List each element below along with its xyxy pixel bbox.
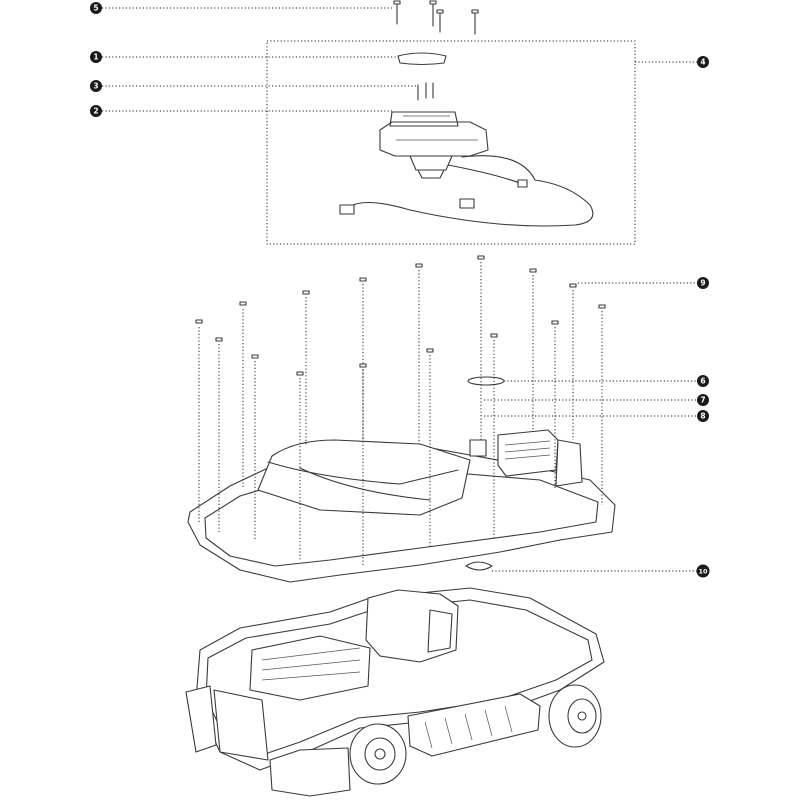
svg-text:8: 8 <box>700 412 705 421</box>
svg-text:5: 5 <box>93 4 98 13</box>
svg-text:3: 3 <box>93 82 98 91</box>
top-screws <box>393 0 479 35</box>
callout-2: 2 <box>90 105 102 117</box>
connector-right <box>459 198 475 209</box>
callout-10: 10 <box>696 564 710 578</box>
cable <box>344 155 594 227</box>
callout-markers: 5 1 3 2 4 9 6 7 8 10 <box>90 2 710 578</box>
tread <box>407 693 541 757</box>
svg-text:1: 1 <box>93 53 98 62</box>
shell-screws <box>195 255 606 565</box>
chassis-base <box>185 587 605 797</box>
clip-ring <box>465 561 493 571</box>
top-assembly <box>266 0 636 245</box>
svg-text:7: 7 <box>700 396 705 405</box>
callout-1: 1 <box>90 51 102 63</box>
module-body <box>379 111 489 179</box>
svg-text:2: 2 <box>93 107 98 116</box>
svg-text:9: 9 <box>700 279 705 288</box>
leader-lines <box>102 7 697 572</box>
callout-3: 3 <box>90 80 102 92</box>
callout-6: 6 <box>697 375 709 387</box>
svg-text:10: 10 <box>698 568 708 576</box>
callout-7: 7 <box>697 394 709 406</box>
connector-left <box>339 204 355 215</box>
callout-4: 4 <box>697 56 709 68</box>
svg-text:6: 6 <box>700 377 705 386</box>
cover-cap <box>397 52 447 66</box>
callout-9: 9 <box>697 277 709 289</box>
rear-wheel <box>548 684 602 748</box>
seal-ring <box>467 376 505 386</box>
drive-wheel <box>349 723 407 785</box>
callout-8: 8 <box>697 410 709 422</box>
callout-5: 5 <box>90 2 102 14</box>
assembly-4-boundary <box>266 40 636 245</box>
svg-text:4: 4 <box>700 58 705 67</box>
top-shell <box>187 376 616 583</box>
